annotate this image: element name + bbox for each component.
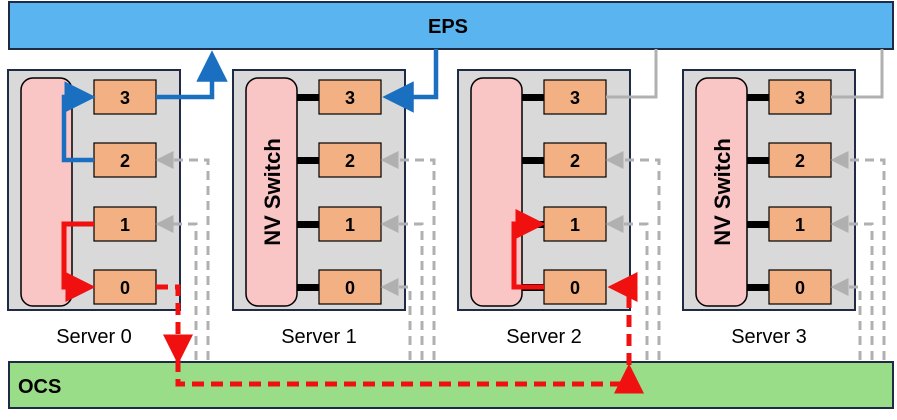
server-3-ocs-link-1 — [830, 215, 874, 360]
server-3-label: Server 3 — [731, 326, 807, 348]
eps-downlink-to-server-1 — [382, 49, 439, 113]
server-0-to-ocs-to-server-2 — [156, 284, 644, 394]
server-1-switch-label: NV Switch — [260, 138, 285, 246]
ocs-label: OCS — [18, 376, 61, 398]
server-3-nvlink-2 — [747, 157, 769, 164]
server-0-ocs-link-1 — [155, 215, 198, 360]
server-0-internal-1-to-0 — [61, 221, 96, 302]
server-1-gpu-1-label: 1 — [345, 215, 355, 235]
server-0-gpu-3-label: 3 — [120, 88, 130, 108]
server-0-gpu-0 — [93, 269, 157, 305]
ocs-route-red — [61, 209, 644, 394]
server-2-eps-uplink — [606, 49, 658, 99]
ocs-to-server-2-gpu-0 — [607, 272, 638, 365]
eps-route-blue — [61, 49, 439, 163]
server-3-gpu-3-label: 3 — [795, 88, 805, 108]
server-3-switch-label: NV Switch — [710, 138, 735, 246]
server-0-gpu-1 — [93, 206, 157, 242]
server-0-gpu-2 — [93, 142, 157, 178]
server-1: NV Switch 3 2 1 0 Server 1 — [232, 69, 406, 348]
server-2-nvlink-3 — [522, 94, 544, 101]
server-1-gpu-2-label: 2 — [345, 151, 355, 171]
server-2-internal-0-to-1 — [511, 209, 546, 290]
server-1-label: Server 1 — [281, 326, 357, 348]
server-2-gpu-1-label: 1 — [570, 215, 580, 235]
server-2-gpu-0-label: 0 — [570, 278, 580, 298]
server-0-internal-2-to-3 — [61, 81, 96, 163]
server-3-gpu-1-label: 1 — [795, 215, 805, 235]
server-1-ocs-link-2 — [380, 151, 436, 360]
server-1-gpu-3 — [318, 79, 382, 115]
server-3-nvlink-0 — [747, 284, 769, 291]
server-2-gpu-3-label: 3 — [570, 88, 580, 108]
server-0-ocs-link-2 — [155, 151, 210, 360]
server-3-nvlink-3 — [747, 94, 769, 101]
server-1-nvlink-3 — [297, 94, 319, 101]
server-3-gpu-3 — [768, 79, 832, 115]
server-3-nvlink-1 — [747, 221, 769, 228]
server-0-gpu-1-label: 1 — [120, 215, 130, 235]
server-2-nvlink-2 — [522, 157, 544, 164]
server-1-nv-switch — [245, 77, 298, 307]
server-0-label: Server 0 — [56, 326, 132, 348]
server-3-eps-uplink — [831, 49, 884, 99]
server-1-nvlink-1 — [297, 221, 319, 228]
server-1-gpu-1 — [318, 206, 382, 242]
server-2-label: Server 2 — [506, 326, 582, 348]
server-2: 3 2 1 0 Server 2 — [457, 69, 631, 348]
server-1-ocs-link-1 — [380, 215, 424, 360]
eps-label: EPS — [428, 16, 468, 38]
server-2-gpu-1 — [543, 206, 607, 242]
eps-bar: EPS — [8, 1, 894, 50]
server-2-gpu-2-label: 2 — [570, 151, 580, 171]
server-2-ocs-link-1 — [605, 215, 649, 360]
server-3-gpu-2 — [768, 142, 832, 178]
server-3-nv-switch — [695, 77, 748, 307]
server-1-gpu-3-label: 3 — [345, 88, 355, 108]
server-1-nvlink-0 — [297, 284, 319, 291]
server-0-gpu-0-label: 0 — [120, 278, 130, 298]
server-2-ocs-link-2 — [605, 151, 661, 360]
server-1-gpu-2 — [318, 142, 382, 178]
server-1-gpu-0-label: 0 — [345, 278, 355, 298]
server-3-gpu-0-label: 0 — [795, 278, 805, 298]
server-0-uplink-to-eps — [156, 50, 228, 100]
server-2-gpu-2 — [543, 142, 607, 178]
server-1-nvlink-2 — [297, 157, 319, 164]
server-0-gpu-3 — [93, 79, 157, 115]
server-1-gpu-0 — [318, 269, 382, 305]
server-0-gpu-2-label: 2 — [120, 151, 130, 171]
server-3: NV Switch 3 2 1 0 Server 3 — [682, 69, 856, 348]
server-0-nv-switch — [20, 77, 73, 307]
ocs-links-gray — [155, 151, 886, 360]
server-2-nv-switch — [470, 77, 523, 307]
server-3-ocs-link-2 — [830, 151, 886, 360]
server-3-gpu-2-label: 2 — [795, 151, 805, 171]
server-0: 3 2 1 0 Server 0 — [7, 69, 181, 348]
eps-bar-body — [8, 1, 894, 50]
server-2-gpu-0 — [543, 269, 607, 305]
eps-uplinks-gray — [606, 49, 884, 99]
